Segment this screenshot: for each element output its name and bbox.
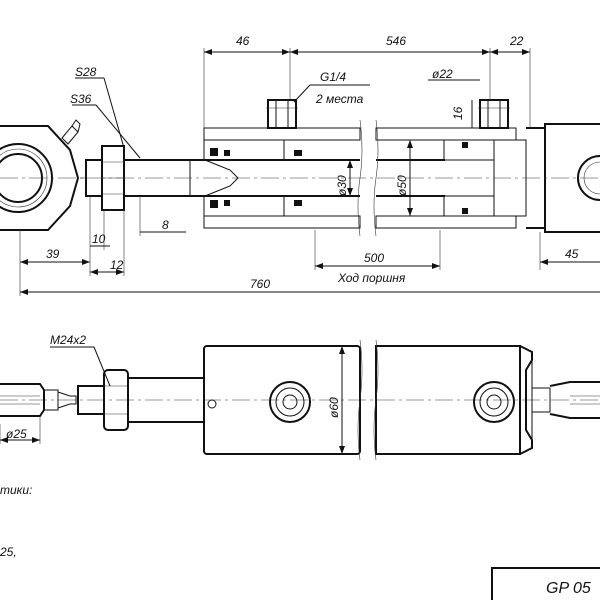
dim-8: 8 <box>162 218 169 232</box>
dia-60: ø60 <box>327 397 341 418</box>
dia-30: ø30 <box>335 175 349 196</box>
port-left <box>266 99 298 129</box>
dim-46: 46 <box>236 34 250 48</box>
port-note: 2 места <box>315 92 364 106</box>
dim-10: 10 <box>92 232 106 246</box>
label-s28: S28 <box>75 65 97 79</box>
dim-760: 760 <box>250 277 270 291</box>
side-view: M24x2 ø25 ø60 <box>0 333 600 461</box>
drawing-code: GP 05 <box>546 580 591 597</box>
section-view: 46 546 22 S28 S36 G1/4 2 места ø22 16 ø3… <box>0 34 600 296</box>
port-thread: G1/4 <box>320 70 346 84</box>
dim-12: 12 <box>110 258 124 272</box>
thread-m24: M24x2 <box>50 333 86 347</box>
dim-16: 16 <box>451 106 465 120</box>
dia-22: ø22 <box>432 67 453 81</box>
dim-39: 39 <box>46 247 60 261</box>
note-value: 25, <box>0 545 17 559</box>
dim-546: 546 <box>386 34 406 48</box>
label-s36: S36 <box>70 92 92 106</box>
port-right <box>478 99 510 129</box>
dia-25: ø25 <box>6 427 27 441</box>
dia-50: ø50 <box>395 175 409 196</box>
tech-requirements-label: тики: <box>0 483 32 497</box>
dim-45: 45 <box>565 247 579 261</box>
rod-eye-left <box>0 119 81 231</box>
dim-500: 500 <box>364 251 384 265</box>
stroke-label: Ход поршня <box>337 271 406 285</box>
dim-22: 22 <box>509 34 524 48</box>
title-block: GP 05 <box>491 567 600 600</box>
